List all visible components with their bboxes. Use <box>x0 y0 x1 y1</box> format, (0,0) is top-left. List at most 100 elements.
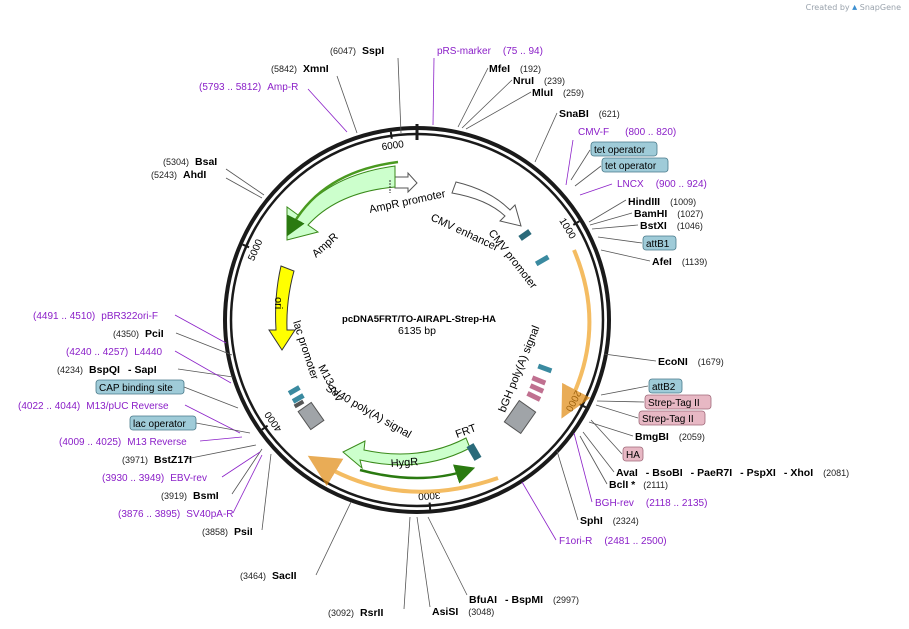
lac-marker-3 <box>293 399 305 409</box>
lac-marker-1 <box>287 385 301 396</box>
site-asisi[interactable]: AsiSI(3048) <box>432 606 494 618</box>
leader-line <box>199 436 243 442</box>
strep-tag-2-box[interactable]: Strep-Tag II <box>638 410 706 426</box>
site-pcii[interactable]: (4350)PciI <box>113 328 164 340</box>
site-xmni[interactable]: (5842)XmnI <box>271 63 329 75</box>
lac-promoter-label: lac promoter <box>290 319 320 381</box>
leader-line <box>589 212 633 226</box>
primer-m13-reverse[interactable]: (4009 .. 4025)M13 Reverse <box>59 437 187 448</box>
site-bspqi[interactable]: (4234)BspQI-SapI <box>57 364 157 376</box>
leader-line <box>591 224 639 230</box>
cmv-promoter-marker-2 <box>534 254 550 267</box>
leader-lines <box>174 57 657 610</box>
primer-l4440[interactable]: (4240 .. 4257)L4440 <box>66 347 163 358</box>
svg-text:Strep-Tag II: Strep-Tag II <box>642 414 694 425</box>
bgh-orange-arc <box>561 249 592 419</box>
primer-f1ori-r[interactable]: F1ori-R(2481 .. 2500) <box>559 536 667 547</box>
snapgene-logo-icon: ▴ <box>852 2 858 13</box>
frt-marker <box>466 443 482 461</box>
leader-line <box>427 516 468 596</box>
site-hindiii[interactable]: HindIII(1009) <box>628 196 696 208</box>
primer-bgh-rev[interactable]: BGH-rev(2118 .. 2135) <box>595 498 707 509</box>
leader-line <box>465 91 532 130</box>
tag-marker-1 <box>531 375 547 386</box>
ori-label: ori <box>272 297 284 309</box>
leader-line <box>315 501 352 576</box>
site-bsmi[interactable]: (3919)BsmI <box>161 490 219 502</box>
plasmid-size: 6135 bp <box>398 325 436 337</box>
attb1-box[interactable]: attB1 <box>642 235 677 251</box>
primer-ebv-rev[interactable]: (3930 .. 3949)EBV-rev <box>102 473 207 484</box>
cap-binding-site-box[interactable]: CAP binding site <box>95 379 185 395</box>
site-sacii[interactable]: (3464)SacII <box>240 570 297 582</box>
site-bmgbi[interactable]: BmgBI(2059) <box>635 431 705 443</box>
site-aval-group[interactable]: AvaI-BsoBI-PaeR7I-PspXI-XhoI(2081) <box>616 467 849 479</box>
leader-line <box>185 444 257 460</box>
site-snabi[interactable]: SnaBI(621) <box>559 108 620 120</box>
tick-label: 6000 <box>381 139 405 153</box>
site-sspi[interactable]: (6047)SspI <box>330 45 384 57</box>
cmv-promoter-label: CMV promoter <box>486 227 540 291</box>
lac-operator-box[interactable]: lac operator <box>129 415 197 431</box>
site-psii[interactable]: (3858)PsiI <box>202 526 253 538</box>
leader-line <box>534 112 558 163</box>
leader-line <box>588 199 627 223</box>
sv40-label: SV40 poly(A) signal <box>324 382 414 441</box>
leader-line <box>403 516 411 610</box>
svg-text:attB2: attB2 <box>652 382 676 393</box>
boxed-feature-labels: tet operator tet operator attB1 attB2 St… <box>95 141 712 462</box>
site-sphi[interactable]: SphI(2324) <box>580 515 639 527</box>
svg-text:tet operator: tet operator <box>605 161 657 172</box>
site-bamhi[interactable]: BamHI(1027) <box>634 208 703 220</box>
leader-line <box>574 165 602 187</box>
site-rsrii[interactable]: (3092)RsrII <box>328 607 383 619</box>
primer-pbr322ori-f[interactable]: (4491 .. 4510)pBR322ori-F <box>33 311 158 322</box>
leader-line <box>261 453 272 531</box>
leader-line <box>174 314 227 344</box>
tet-operator-2-box[interactable]: tet operator <box>601 157 669 173</box>
site-bstxi[interactable]: BstXI(1046) <box>640 220 703 232</box>
sv40-grey-box <box>297 401 325 431</box>
svg-text:CAP binding site: CAP binding site <box>99 383 173 394</box>
strep-tag-1-box[interactable]: Strep-Tag II <box>644 394 712 410</box>
site-nrui[interactable]: NruI(239) <box>513 75 565 87</box>
leader-line <box>307 88 348 133</box>
leader-line <box>595 404 639 419</box>
tick-mark <box>261 424 269 431</box>
primer-prs-marker[interactable]: pRS-marker(75 .. 94) <box>437 46 543 57</box>
leader-line <box>225 168 265 196</box>
site-afei[interactable]: AfeI(1139) <box>652 256 707 268</box>
site-ahdi[interactable]: (5243)AhdI <box>151 169 206 181</box>
leader-line <box>231 448 263 495</box>
hygr-orange-arc <box>307 455 499 494</box>
primer-amp-r[interactable]: (5793 .. 5812)Amp-R <box>199 82 298 93</box>
site-econi[interactable]: EcoNI(1679) <box>658 356 724 368</box>
primer-sv40pa-r[interactable]: (3876 .. 3895)SV40pA-R <box>118 509 234 520</box>
leader-line <box>184 404 241 434</box>
leader-line <box>457 67 489 128</box>
primer-cmv-f[interactable]: CMV-F(800 .. 820) <box>578 127 676 138</box>
site-mlui[interactable]: MluI(259) <box>532 87 584 99</box>
plasmid-name: pcDNA5FRT/TO-AIRAPL-Strep-HA <box>342 314 496 325</box>
ha-box[interactable]: HA <box>622 446 644 462</box>
site-bstz17i[interactable]: (3971)BstZ17I <box>122 454 192 466</box>
cmv-promoter-marker <box>518 229 532 241</box>
leader-line <box>397 57 402 134</box>
tet-operator-1-box[interactable]: tet operator <box>590 141 658 157</box>
primer-m13-puc-reverse[interactable]: (4022 .. 4044)M13/pUC Reverse <box>18 401 169 412</box>
site-mfei[interactable]: MfeI(192) <box>489 63 541 75</box>
site-bfuai[interactable]: BfuAI-BspMI(2997) <box>469 594 579 606</box>
tick-mark <box>242 243 250 249</box>
attb2-box[interactable]: attB2 <box>648 378 683 394</box>
leader-line <box>521 481 557 541</box>
leader-line <box>336 75 358 134</box>
primer-lncx[interactable]: LNCX(900 .. 924) <box>617 179 707 190</box>
svg-text:attB1: attB1 <box>646 239 670 250</box>
site-bcli[interactable]: BclI *(2111) <box>609 479 668 491</box>
leader-line <box>183 386 239 409</box>
site-bsai[interactable]: (5304)BsaI <box>163 156 217 168</box>
hygr-cds-arrow <box>342 437 471 470</box>
snapgene-branding: Created by ▴ SnapGene <box>806 2 901 13</box>
leader-line <box>174 350 232 384</box>
